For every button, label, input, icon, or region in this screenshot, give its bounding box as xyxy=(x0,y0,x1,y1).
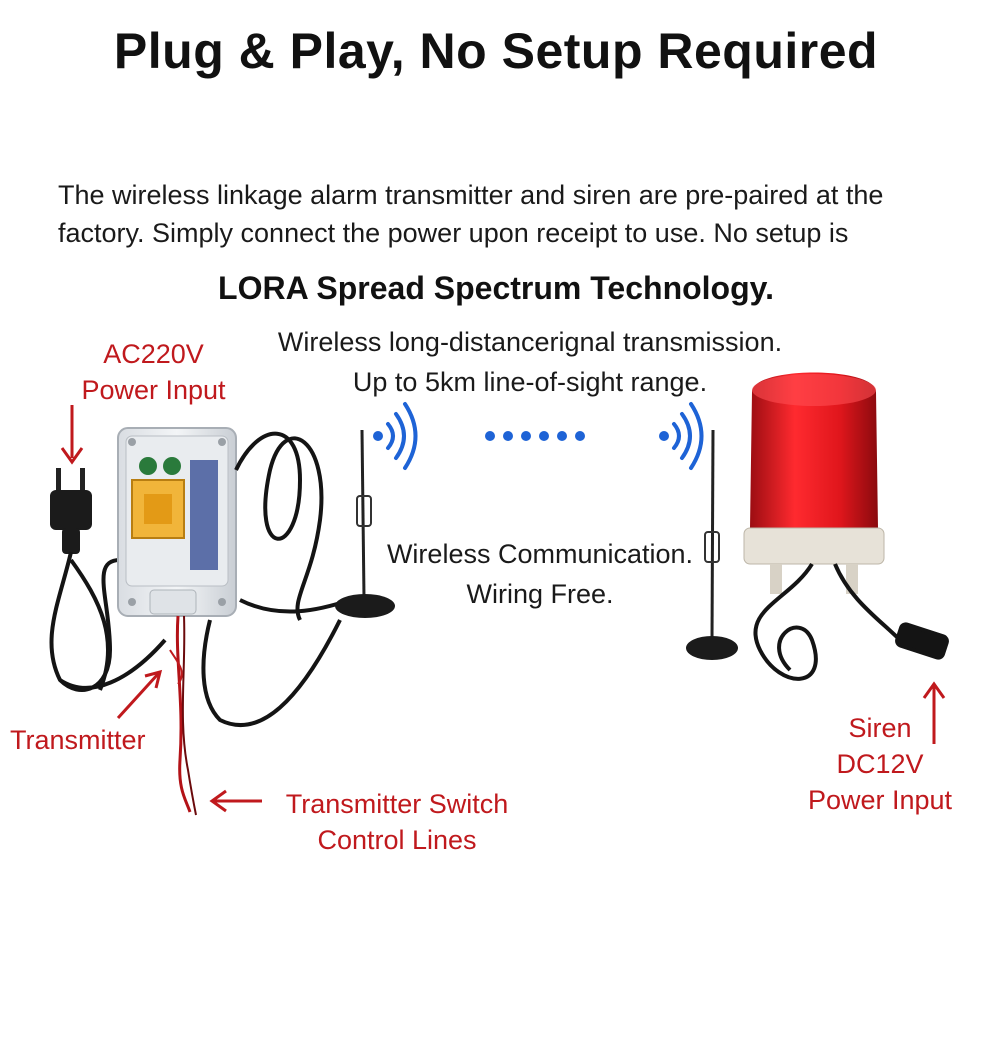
control-lines-label-line-2: Control Lines xyxy=(317,825,477,855)
transmitter-label: Transmitter xyxy=(10,725,146,755)
signal-wave-left-icon xyxy=(373,402,418,470)
siren-power-label-line-3: Power Input xyxy=(807,785,953,815)
siren-power-label-line-1: Siren xyxy=(848,713,912,743)
power-plug-icon xyxy=(50,468,92,554)
wireless-line-1: Wireless Communication. xyxy=(386,539,694,569)
technology-heading: LORA Spread Spectrum Technology. xyxy=(218,270,774,306)
ac-power-label-line-1: AC220V xyxy=(103,339,204,369)
power-cable xyxy=(49,551,167,692)
signal-wave-right-icon xyxy=(659,402,704,470)
description-line-2: factory. Simply connect the power upon r… xyxy=(58,218,849,248)
wireless-line-2: Wiring Free. xyxy=(466,579,614,609)
ac-power-label-line-2: Power Input xyxy=(81,375,226,405)
ac-power-label: AC220V Power Input xyxy=(66,336,241,408)
range-line-2: Up to 5km line-of-sight range. xyxy=(352,367,708,397)
transmitter-arrow-icon xyxy=(116,669,163,720)
description-line-1: The wireless linkage alarm transmitter a… xyxy=(58,180,884,210)
transmitter-antenna xyxy=(335,429,395,618)
siren-arrow-icon xyxy=(922,681,946,744)
wireless-text: Wireless Communication. Wiring Free. xyxy=(370,534,710,614)
range-text: Wireless long-distancerignal transmissio… xyxy=(230,322,830,402)
signal-dots-icon xyxy=(485,431,585,441)
siren-cable xyxy=(753,562,949,681)
description: The wireless linkage alarm transmitter a… xyxy=(58,176,958,252)
range-line-1: Wireless long-distancerignal transmissio… xyxy=(277,327,783,357)
siren-power-label: Siren DC12V Power Input xyxy=(790,710,970,818)
control-lines-label: Transmitter Switch Control Lines xyxy=(272,786,522,858)
ac-arrow-icon xyxy=(60,405,84,465)
siren-antenna xyxy=(686,429,738,660)
siren-power-label-line-2: DC12V xyxy=(836,749,924,779)
control-lines-label-line-1: Transmitter Switch xyxy=(285,789,509,819)
control-lines xyxy=(169,615,197,816)
headline: Plug & Play, No Setup Required xyxy=(113,23,879,79)
siren-light xyxy=(743,372,885,594)
transmitter-box xyxy=(117,427,237,617)
control-lines-arrow-icon xyxy=(209,789,262,813)
